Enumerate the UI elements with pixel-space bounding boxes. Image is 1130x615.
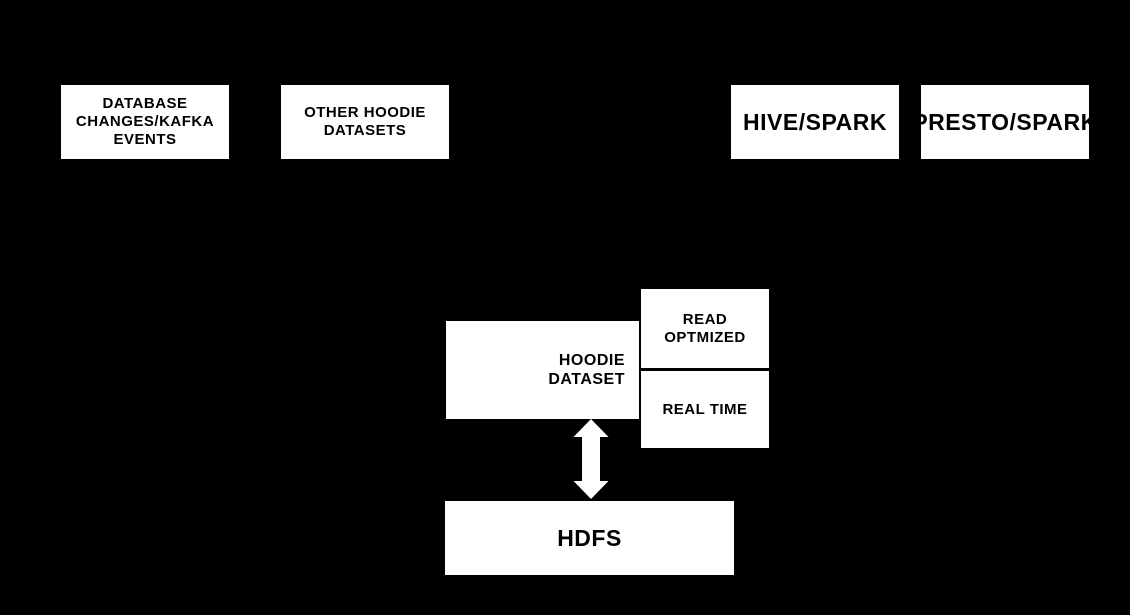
label-line: CHANGES/KAFKA [75,113,215,130]
label-line: DATABASE [102,95,188,112]
node-label: HDFS [557,525,622,551]
label-line: REAL TIME [662,400,748,418]
label-line: OTHER HOODIE [304,104,426,121]
label-line: PRESTO/SPARK [912,109,1098,135]
label-line: HIVE/SPARK [743,109,887,135]
node-hive-spark: HIVE/SPARK [731,85,899,159]
node-label: HIVE/SPARK [743,109,887,135]
label-line: HDFS [557,525,622,551]
label-line: EVENTS [113,131,177,148]
label-line: DATASET [548,371,625,388]
node-label: REAL TIME [662,401,747,419]
node-real-time: REAL TIME [641,371,769,448]
node-label: OTHER HOODIE DATASETS [304,104,426,140]
label-line: HOODIE [558,352,625,369]
node-read-optmized: READ OPTMIZED [641,289,769,368]
label-line: OPTMIZED [664,328,746,346]
label-line: READ [682,310,728,328]
node-hdfs: HDFS [445,501,734,575]
node-label: HOODIE DATASET [548,351,625,389]
node-label: READ OPTMIZED [664,311,746,347]
bidirectional-arrow-icon [570,419,612,499]
node-hoodie-dataset: HOODIE DATASET [446,321,639,419]
node-database-changes-kafka-events: DATABASE CHANGES/KAFKA EVENTS [61,85,229,159]
node-presto-spark: PRESTO/SPARK [912,85,1097,159]
label-line: DATASETS [323,122,407,139]
node-other-hoodie-datasets: OTHER HOODIE DATASETS [281,85,449,159]
node-label: DATABASE CHANGES/KAFKA EVENTS [76,95,214,149]
node-label: PRESTO/SPARK [912,109,1097,135]
